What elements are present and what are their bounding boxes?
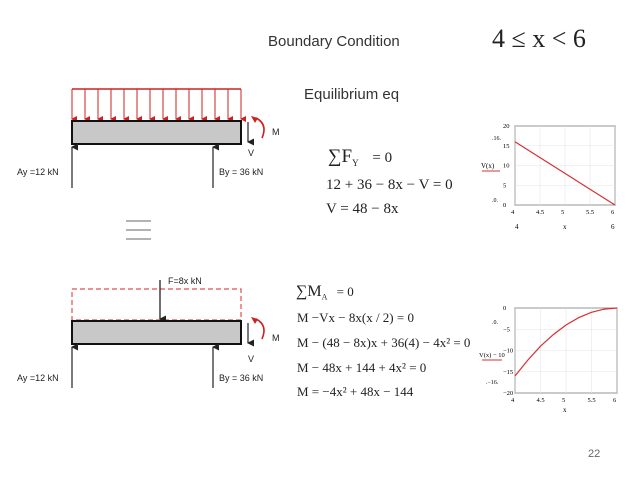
distributed-load-arrows <box>71 89 246 122</box>
moment-arc <box>255 117 265 139</box>
x-tick-label: 4.5 <box>536 209 544 216</box>
x-tick-label: 5 <box>561 209 564 216</box>
sum-forces-equation: ∑FY = 0 <box>328 146 392 168</box>
y-annotation-low: .0. <box>492 198 499 204</box>
y-tick-label: −10 <box>503 348 513 355</box>
x-tick-label: 6 <box>611 209 615 216</box>
sum-subscript: Y <box>352 158 359 168</box>
moment-equation-4: M − 48x + 144 + 4x² = 0 <box>297 360 427 375</box>
sum-moments-equation: ∑MA = 0 <box>296 283 354 302</box>
top-beam-diagram <box>71 88 265 188</box>
dashed-load-outline <box>71 288 242 321</box>
equilibrium-heading: Equilibrium eq <box>304 86 400 103</box>
y-tick-label: 0 <box>503 202 506 209</box>
y-tick-label: 20 <box>503 123 510 130</box>
equivalent-symbol <box>126 220 151 240</box>
top-ay-label: Ay =12 kN <box>17 167 59 177</box>
x-axis-label: x <box>563 406 567 414</box>
y-annotation-high: .0. <box>492 320 499 326</box>
x-tick-label: 4 <box>511 209 515 216</box>
y-annotation-low: .−16. <box>486 380 499 386</box>
moment-equation-5: M = −4x² + 48x − 144 <box>297 384 414 399</box>
sum-symbol: ∑F <box>328 146 353 167</box>
bottom-by-label: By = 36 kN <box>219 373 264 383</box>
shear-plot: 4 4.5 5 5.5 6 0 5 10 15 20 V(x) .16. .0. 4 x 6 <box>481 123 616 231</box>
bottom-beam-diagram <box>71 280 265 388</box>
y-axis-label: V(x) <box>481 162 495 170</box>
sum-subscript: A <box>321 292 328 302</box>
sum-symbol: ∑M <box>296 283 322 300</box>
shear-curve <box>514 141 616 206</box>
moment-equation-2: M −Vx − 8x(x / 2) = 0 <box>297 310 414 325</box>
sum-rhs: = 0 <box>336 284 354 299</box>
y-tick-label: 0 <box>503 305 506 312</box>
shear-equation-2: 12 + 36 − 8x − V = 0 <box>326 177 453 193</box>
moment-plot: 4 4.5 5 5.5 6 0 −5 −10 −15 −20 V(x) − 10 .0. .−1… <box>479 305 618 414</box>
bottom-ay-label: Ay =12 kN <box>17 373 59 383</box>
x-tick-label: 5.5 <box>588 397 596 404</box>
shear-equation-3: V = 48 − 8x <box>326 201 399 217</box>
force-label: F=8x kN <box>168 276 202 286</box>
y-tick-label: 5 <box>503 182 506 189</box>
y-axis-label: V(x) − 10 <box>479 352 505 359</box>
moment-curve <box>514 307 618 377</box>
bottom-moment-label: M <box>272 333 280 343</box>
beam <box>71 120 242 145</box>
range-condition: 4 ≤ x < 6 <box>492 24 586 53</box>
top-moment-label: M <box>272 127 280 137</box>
y-tick-label: −5 <box>503 326 510 333</box>
x-tick-label: 5.5 <box>586 209 594 216</box>
x-tick-label: 5 <box>562 397 565 404</box>
moment-equation-3: M − (48 − 8x)x + 36(4) − 4x² = 0 <box>297 335 471 350</box>
x-range-start: 4 <box>515 223 519 231</box>
y-tick-label: 10 <box>503 163 510 170</box>
x-range-end: 6 <box>611 223 615 231</box>
y-tick-label: −15 <box>503 369 513 376</box>
x-tick-label: 6 <box>613 397 617 404</box>
x-tick-label: 4 <box>511 397 515 404</box>
y-tick-label: −20 <box>503 390 513 397</box>
slide-title: Boundary Condition <box>268 33 400 50</box>
top-shear-label: V <box>248 148 255 158</box>
y-annotation-high: .16. <box>492 136 502 142</box>
page-number: 22 <box>588 448 601 460</box>
bottom-shear-label: V <box>248 354 255 364</box>
top-by-label: By = 36 kN <box>219 167 264 177</box>
sum-rhs: = 0 <box>372 150 393 166</box>
x-tick-label: 4.5 <box>537 397 545 404</box>
moment-arc <box>255 318 265 340</box>
y-tick-label: 15 <box>503 143 510 150</box>
beam <box>71 320 242 345</box>
x-axis-label: x <box>563 223 567 231</box>
